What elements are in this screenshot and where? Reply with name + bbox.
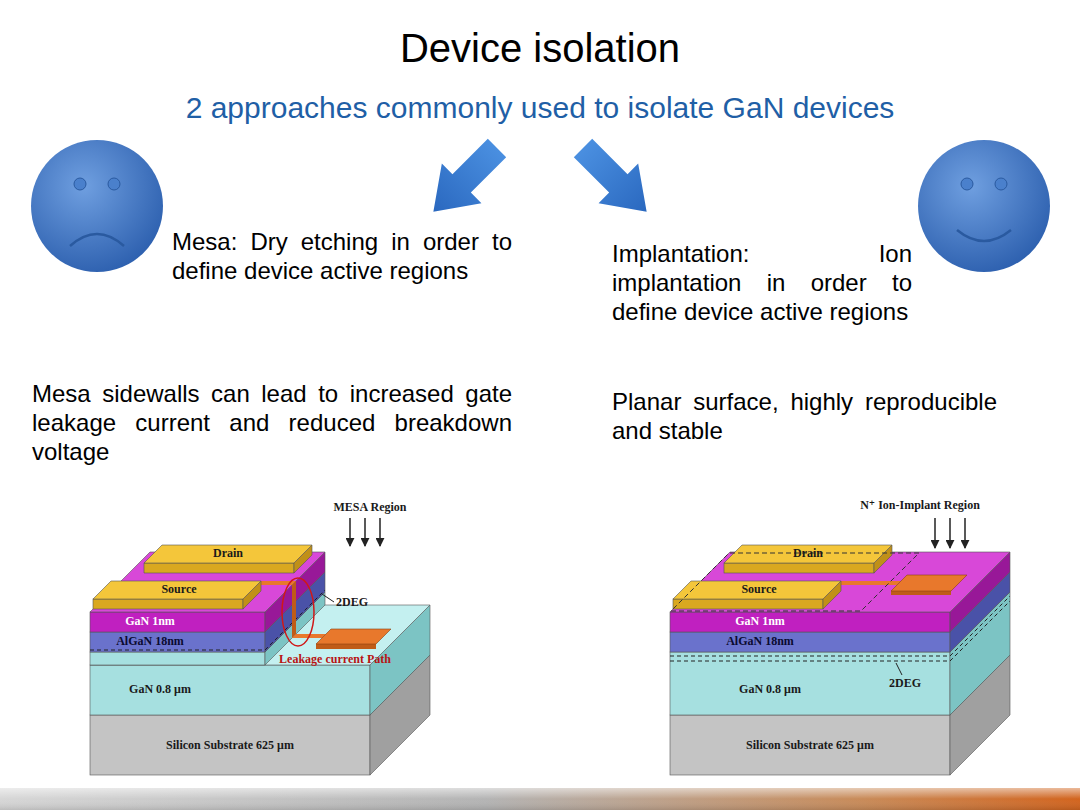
drawing-part — [90, 715, 370, 775]
region-label: N⁺ Ion-Implant Region — [860, 499, 980, 512]
drawing-part — [934, 518, 936, 548]
drawing-part — [414, 128, 517, 231]
drawing-part — [93, 581, 261, 599]
drawing-part — [364, 518, 366, 546]
drawing-part — [282, 578, 314, 646]
drawing-part — [316, 629, 391, 644]
drawing-part — [0, 788, 1080, 810]
drawing-part — [144, 545, 312, 563]
drawing-part — [961, 178, 973, 190]
drawing-part — [349, 518, 351, 546]
drawing-part — [322, 594, 334, 602]
drawing-part — [379, 518, 381, 546]
layer-label: GaN 1nm — [735, 615, 785, 628]
drawing-part — [670, 656, 950, 657]
drawing-part — [724, 563, 874, 573]
drawing-part — [671, 553, 919, 611]
drawing-part — [918, 140, 1050, 272]
drawing-part — [896, 663, 902, 675]
drawing-part — [563, 128, 666, 231]
layer-label: 2DEG — [336, 596, 368, 609]
drawing-part — [144, 563, 294, 573]
drawing-part — [90, 652, 265, 665]
electrode-label: Source — [161, 583, 196, 596]
footer-bar — [0, 788, 1080, 810]
drawing-part — [90, 632, 265, 652]
region-label: MESA Region — [333, 501, 406, 514]
drawing-part — [74, 178, 86, 190]
layer-label: Silicon Substrate 625 μm — [166, 739, 294, 752]
drawing-part — [949, 518, 951, 548]
electrode-label: Drain — [213, 547, 243, 560]
mesa-structure — [90, 518, 430, 775]
leakage-label: Leakage current Path — [279, 653, 391, 666]
drawing-part — [891, 575, 967, 591]
drawing-part — [70, 234, 124, 246]
drawing-part — [292, 581, 296, 638]
drawing-part — [670, 652, 950, 715]
drawing-part — [90, 650, 265, 651]
body-text: Planar surface, highly reproducible and … — [612, 388, 997, 446]
drawing-part — [316, 644, 376, 649]
sad-face — [31, 140, 163, 272]
drawing-part — [891, 591, 951, 595]
happy-face — [918, 140, 1050, 272]
slide-title: Device isolation — [400, 26, 680, 70]
drawing-part — [724, 545, 892, 563]
layer-label: 2DEG — [889, 677, 921, 690]
drawing-part — [90, 665, 370, 715]
drawing-part — [995, 178, 1007, 190]
layer-label: GaN 0.8 μm — [129, 683, 191, 696]
drawing-part — [108, 178, 120, 190]
electrode-label: Source — [741, 583, 776, 596]
body-text: Implantation: Ion implantation in order … — [612, 240, 1012, 326]
drawing-part — [957, 230, 1011, 241]
drawing-part — [670, 632, 950, 652]
drawing-part — [31, 140, 163, 272]
drawing-part — [950, 601, 1010, 661]
drawing-part — [90, 612, 265, 632]
drawing-part — [670, 612, 950, 632]
layer-label: Silicon Substrate 625 μm — [746, 739, 874, 752]
body-text: Mesa: Dry etching in order to define dev… — [32, 228, 512, 286]
body-text: Mesa sidewalls can lead to increased gat… — [32, 380, 512, 466]
drawing-part — [950, 596, 1010, 656]
layer-label: GaN 1nm — [125, 615, 175, 628]
drawing-part — [964, 518, 966, 548]
drawing-part — [673, 599, 823, 609]
drawing-part — [670, 715, 950, 775]
electrode-label: Drain — [793, 547, 823, 560]
drawing-part — [670, 661, 950, 662]
implant-structure — [670, 518, 1010, 775]
layer-label: AlGaN 18nm — [726, 635, 794, 648]
layer-label: AlGaN 18nm — [116, 635, 184, 648]
layer-label: GaN 0.8 μm — [739, 683, 801, 696]
subtitle: 2 approaches commonly used to isolate Ga… — [186, 91, 895, 125]
drawing-part — [93, 599, 243, 609]
block-arrow — [414, 128, 667, 231]
drawing-part — [0, 788, 1080, 810]
